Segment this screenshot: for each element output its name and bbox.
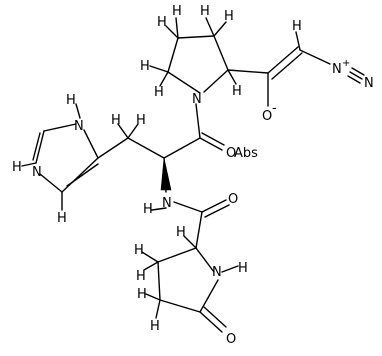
atom-o-minus: O (262, 109, 272, 124)
atom-charge-plus: + (342, 58, 350, 69)
amide-oxygen: O (228, 192, 238, 207)
atom-h: H (111, 113, 121, 128)
atom-h: H (143, 202, 153, 217)
atom-h: H (136, 113, 146, 128)
atom-h: H (150, 319, 160, 334)
atom-h: H (136, 269, 146, 284)
atom-h: H (140, 59, 150, 74)
atom-h: H (154, 85, 164, 100)
atom-charge-minus: - (272, 101, 277, 116)
atom-o-lactam: O (226, 332, 236, 347)
atom-h: H (157, 15, 167, 30)
atom-h: H (57, 211, 67, 226)
atom-h: H (176, 225, 186, 240)
atom-h: H (172, 4, 182, 19)
atom-labels: H H H H H H H H H H H H H H H H H H N O … (12, 4, 374, 347)
atom-n-imidazole: N (32, 165, 42, 180)
atom-h: H (137, 287, 147, 302)
atom-nh-imidazole: N (74, 119, 84, 134)
atom-h: H (292, 19, 302, 34)
atom-h: H (66, 93, 76, 108)
atom-nh-amide: N (162, 196, 172, 211)
atom-o-amide-2: O (228, 192, 238, 207)
atom-n-diazo: N (332, 62, 342, 77)
atom-o-carbonyl: O (226, 146, 236, 161)
atom-n-proline: N (192, 92, 202, 107)
atom-h: H (12, 160, 22, 175)
atom-nh-pyroglutamate: N (212, 265, 222, 280)
atom-h: H (238, 261, 248, 276)
atom-h: H (224, 9, 234, 24)
abs-label: Abs (234, 146, 258, 161)
atom-h: H (134, 243, 144, 258)
atom-h: H (200, 4, 210, 19)
atom-n-diazo-terminal: N (364, 76, 374, 91)
stereo-wedge (160, 157, 172, 191)
bond-lines (21, 17, 365, 333)
atom-h: H (232, 84, 242, 99)
